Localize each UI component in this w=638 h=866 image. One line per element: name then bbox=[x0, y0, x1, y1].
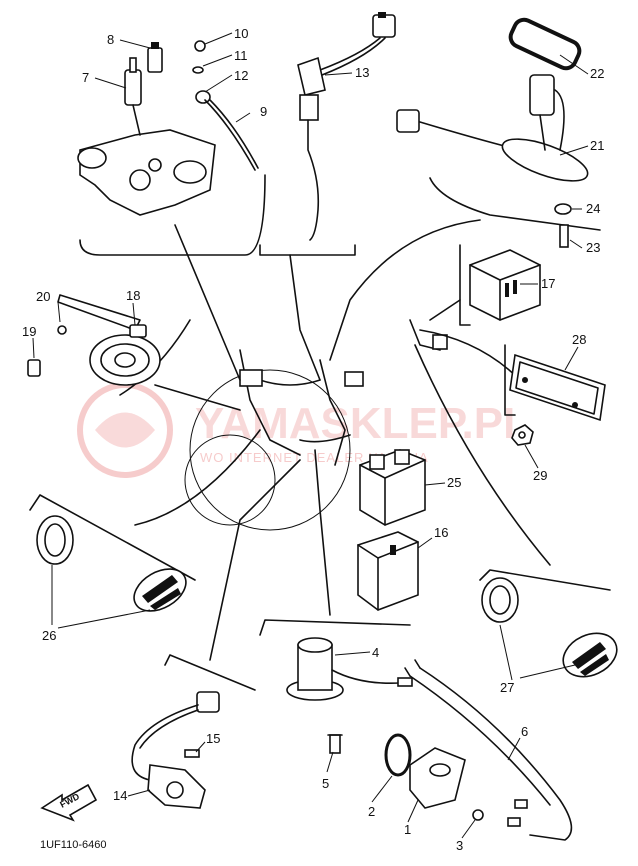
callout-12: 12 bbox=[234, 68, 248, 83]
callout-21: 21 bbox=[590, 138, 604, 153]
callout-17: 17 bbox=[541, 276, 555, 291]
rear-flasher-group bbox=[481, 577, 618, 678]
bolt-19 bbox=[27, 359, 41, 377]
thermostat-housing-group bbox=[77, 40, 259, 216]
callout-16: 16 bbox=[434, 525, 448, 540]
solenoid-group bbox=[286, 637, 413, 754]
callout-14: 14 bbox=[113, 788, 127, 803]
callout-26: 26 bbox=[42, 628, 56, 643]
lead-wire-group bbox=[297, 12, 396, 241]
front-flasher-group bbox=[36, 515, 187, 612]
callout-3: 3 bbox=[456, 838, 463, 853]
neutral-switch-group bbox=[384, 733, 484, 821]
callout-11: 11 bbox=[234, 48, 248, 63]
screw-3 bbox=[472, 809, 484, 821]
bolt-5 bbox=[329, 734, 341, 754]
callout-5: 5 bbox=[322, 776, 329, 791]
gasket bbox=[508, 17, 582, 71]
callout-6: 6 bbox=[521, 724, 528, 739]
nut-29 bbox=[511, 424, 534, 446]
relay-16 bbox=[357, 531, 419, 611]
callout-13: 13 bbox=[355, 65, 369, 80]
callout-2: 2 bbox=[368, 804, 375, 819]
callout-25: 25 bbox=[447, 475, 461, 490]
callout-19: 19 bbox=[22, 324, 36, 339]
horn-group bbox=[27, 294, 161, 386]
callout-18: 18 bbox=[126, 288, 140, 303]
callout-23: 23 bbox=[586, 240, 600, 255]
leader-lines bbox=[119, 219, 551, 661]
callout-27: 27 bbox=[500, 680, 514, 695]
callout-22: 22 bbox=[590, 66, 604, 81]
callout-leaders bbox=[32, 32, 589, 839]
o-ring-2 bbox=[384, 733, 412, 777]
callout-8: 8 bbox=[107, 32, 114, 47]
fuel-sender-group bbox=[396, 17, 589, 248]
reflector-group bbox=[509, 353, 606, 446]
part-callouts: 8 7 10 11 12 9 13 22 21 24 23 17 20 18 1… bbox=[22, 26, 604, 853]
callout-15: 15 bbox=[206, 731, 220, 746]
washer bbox=[192, 66, 204, 74]
callout-4: 4 bbox=[372, 645, 379, 660]
callout-9: 9 bbox=[260, 104, 267, 119]
callout-29: 29 bbox=[533, 468, 547, 483]
pickup-sensor-group bbox=[131, 691, 220, 809]
callout-28: 28 bbox=[572, 332, 586, 347]
bolt-23 bbox=[559, 224, 569, 248]
callout-1: 1 bbox=[404, 822, 411, 837]
fwd-arrow: FWD bbox=[40, 783, 98, 822]
wire-harness bbox=[184, 319, 448, 531]
ring-terminal bbox=[195, 90, 211, 104]
washer-24 bbox=[554, 203, 572, 215]
screw-15 bbox=[184, 749, 200, 758]
relay-25 bbox=[359, 449, 426, 526]
callout-10: 10 bbox=[234, 26, 248, 41]
thermo-switch bbox=[124, 69, 142, 106]
callout-7: 7 bbox=[82, 70, 89, 85]
screw bbox=[194, 40, 206, 52]
relay-17 bbox=[469, 249, 541, 321]
temperature-sensor bbox=[147, 47, 163, 73]
bolt-20 bbox=[57, 325, 67, 335]
callout-24: 24 bbox=[586, 201, 600, 216]
watermark-main-text: YAMASKLEP.PL bbox=[195, 399, 530, 448]
diagram-code: 1UF110-6460 bbox=[40, 839, 106, 851]
lead-wire-6 bbox=[404, 659, 573, 841]
callout-20: 20 bbox=[36, 289, 50, 304]
watermark: YAMASKLEP.PL WO INTERNET DEALER YAMAHA bbox=[77, 382, 530, 478]
group-brackets bbox=[29, 174, 611, 691]
